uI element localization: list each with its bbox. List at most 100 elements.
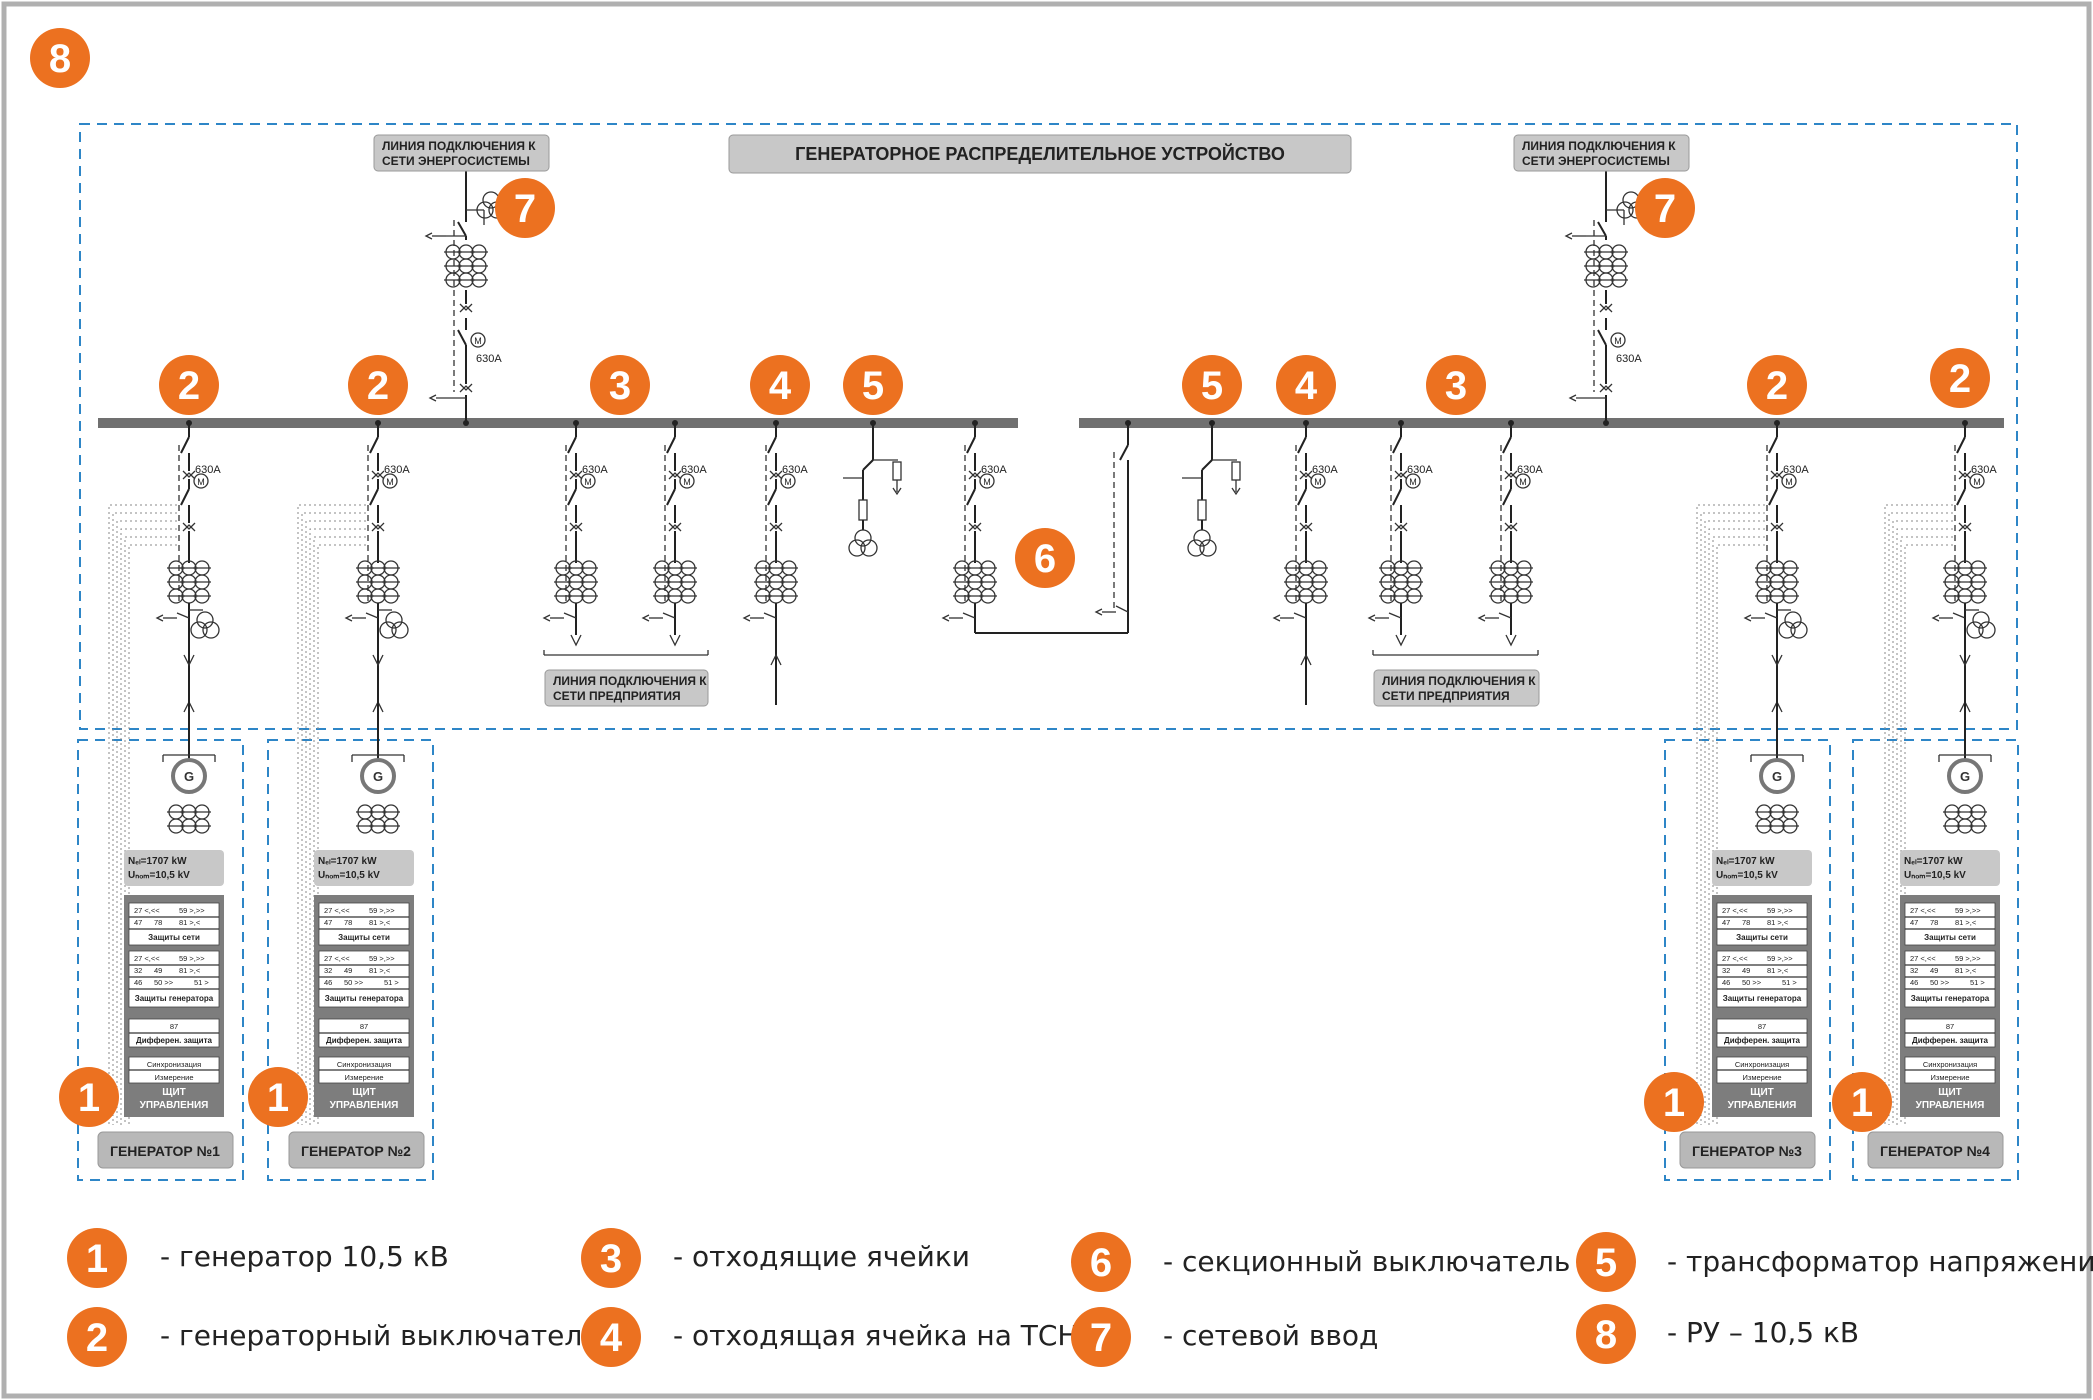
earth-arrow (1272, 614, 1281, 622)
earth-arrow (1477, 614, 1486, 622)
badge-generator-breaker: 2 (348, 355, 408, 415)
protection-code: 47 (324, 918, 332, 927)
motor-drive-circle (1310, 473, 1326, 489)
legend-text: - генераторный выключатель (160, 1319, 599, 1352)
gen-protection-title: Защиты генератора (1723, 994, 1802, 1003)
generator-icon (360, 758, 396, 794)
voltage-transformer-cell (1182, 420, 1241, 557)
legend-text: - сетевой ввод (1163, 1319, 1378, 1352)
plug-contact (1958, 470, 1972, 478)
protection-code: 50 >> (1930, 978, 1950, 987)
protection-code: 87 (360, 1022, 368, 1031)
plug-contact (1394, 524, 1408, 532)
generator-region-3 (1664, 739, 1831, 1181)
circuit-breaker (1297, 488, 1307, 506)
cable-end (1959, 654, 1971, 667)
plug-contact (668, 472, 682, 480)
motor-symbol: M (1785, 477, 1793, 487)
badge-number: 1 (78, 1076, 100, 1120)
protection-code: 47 (1910, 918, 1918, 927)
protection-code: 51 > (1782, 978, 1797, 987)
badge-number: 3 (609, 364, 631, 408)
label-line-2: СЕТИ ЭНЕРГОСИСТЕМЫ (382, 154, 530, 168)
vt-coil (190, 621, 208, 639)
feeder-arrow (770, 653, 782, 666)
legend-text: - генератор 10,5 кВ (160, 1240, 449, 1273)
feeder-arrow (570, 634, 582, 647)
surge-arrester (892, 461, 902, 481)
measure-label: Измерение (1930, 1073, 1969, 1082)
badge-number: 3 (600, 1237, 622, 1281)
motor-drive: M (1405, 473, 1421, 489)
control-wiring (309, 528, 366, 1125)
label-line-1: ЛИНИЯ ПОДКЛЮЧЕНИЯ К (382, 139, 536, 153)
generator-name-box (288, 1131, 425, 1169)
plug-contact (459, 385, 473, 393)
label-box-bg (373, 134, 550, 172)
busbar-section-2 (1079, 418, 2004, 428)
label-box-bg (1373, 669, 1540, 707)
badge-circle (581, 1228, 641, 1288)
disconnector-blade (180, 436, 190, 454)
badge-circle (1930, 348, 1990, 408)
protection-code: 27 <,<< (134, 906, 160, 915)
measure-label: Измерение (154, 1073, 193, 1082)
control-wiring (297, 504, 366, 1125)
panel-block (128, 950, 220, 1008)
busbar-node (573, 420, 579, 426)
protection-code: 87 (1946, 1022, 1954, 1031)
rated-power: Nₑₗ=1707 kW (318, 856, 377, 867)
rated-voltage: Uₙₒₘ=10,5 kV (1904, 870, 1966, 881)
plug-contact (769, 472, 783, 480)
badge-circle (30, 28, 90, 88)
motor-drive: M (1515, 473, 1531, 489)
legend-badge: 3 (581, 1228, 641, 1288)
badge-circle (590, 355, 650, 415)
protection-code: 59 >,>> (179, 954, 205, 963)
plug-contact (182, 522, 196, 530)
rating-box (1900, 850, 2000, 886)
plug-contact (182, 524, 196, 532)
motor-drive-circle (382, 473, 398, 489)
protection-code: 78 (1930, 918, 1938, 927)
disconnector-blade (1597, 221, 1607, 237)
net-protection-title: Защиты сети (338, 933, 390, 942)
badge-voltage-transformer: 5 (843, 355, 903, 415)
disconnector-blade (1502, 436, 1512, 454)
net-protection-title: Защиты сети (1736, 933, 1788, 942)
disconnector-blade (1392, 436, 1402, 454)
badge-number: 2 (86, 1316, 108, 1360)
earth-arrow (892, 487, 902, 496)
protection-code: 32 (1722, 966, 1730, 975)
net-protection-title: Защиты сети (148, 933, 200, 942)
plug-contact (1299, 472, 1313, 480)
badge-aux-feeder: 4 (1276, 355, 1336, 415)
motor-symbol: M (1519, 477, 1527, 487)
vt-coil (1778, 621, 1796, 639)
earth-arrow (641, 614, 650, 622)
earthing-switch (176, 612, 190, 619)
label-line-2: СЕТИ ПРЕДПРИЯТИЯ (1382, 689, 1510, 703)
plug-contact (1599, 385, 1613, 393)
earthing-switch (1498, 612, 1512, 619)
control-wiring (305, 520, 366, 1125)
motor-drive-circle (780, 473, 796, 489)
protection-code: 49 (344, 966, 352, 975)
legend-item: 6- секционный выключатель (1071, 1232, 1570, 1292)
badge-grid-incomer: 7 (495, 178, 555, 238)
busbar-node (773, 420, 779, 426)
protection-code: 50 >> (344, 978, 364, 987)
plug-contact (1394, 472, 1408, 480)
plug-contact (668, 522, 682, 530)
plug-contact (459, 305, 473, 313)
badge-number: 7 (1090, 1316, 1112, 1360)
control-wiring (1704, 520, 1765, 1125)
